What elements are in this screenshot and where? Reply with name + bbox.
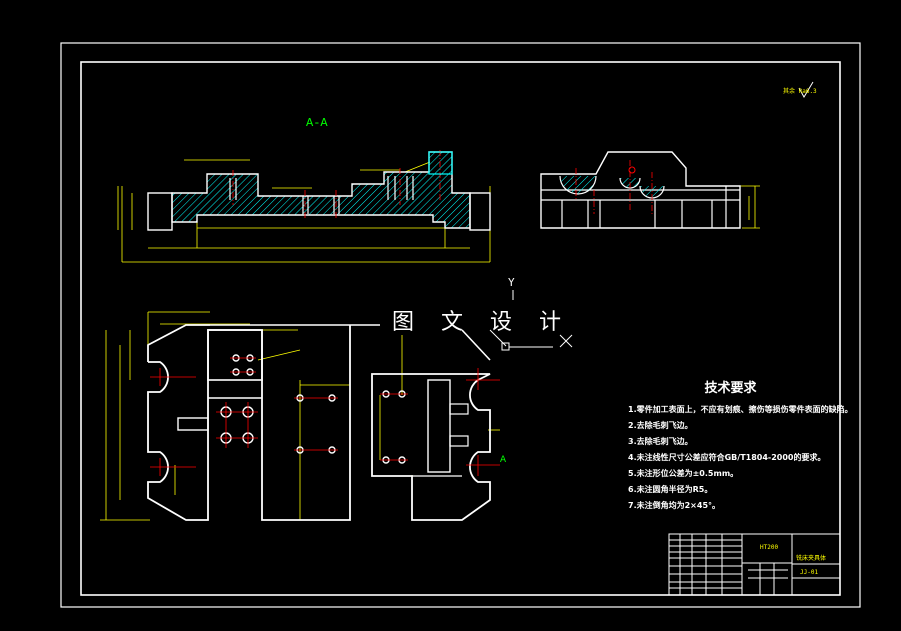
crosshair-cursor-icon[interactable]	[501, 334, 573, 351]
roughness-note: 其余 Ra6.3	[783, 88, 817, 95]
outer-frame	[60, 42, 861, 608]
title-block-material: HT200	[760, 544, 779, 551]
tech-requirement-item: 7.未注倒角均为2×45°。	[628, 501, 721, 510]
section-label: A-A	[306, 116, 328, 130]
tech-requirement-item: 3.去除毛刺飞边。	[628, 437, 693, 446]
inner-frame	[80, 61, 841, 596]
view-marker-label: A	[500, 455, 507, 466]
side-view	[540, 151, 760, 229]
tech-requirements-title: 技术要求	[704, 381, 757, 396]
ucs-axis-label: Y	[508, 276, 515, 289]
tech-requirement-item: 1.零件加工表面上，不应有划痕、擦伤等损伤零件表面的缺陷。	[628, 405, 853, 414]
section-view-aa	[117, 150, 491, 263]
plan-view	[100, 311, 500, 521]
roughness-symbol-icon	[798, 81, 814, 98]
tech-requirements: 技术要求 1.零件加工表面上，不应有划痕、擦伤等损伤零件表面的缺陷。 2.去除毛…	[628, 377, 853, 516]
title-block-drawing-no: JJ-01	[800, 569, 819, 576]
tech-requirement-item: 4.未注线性尺寸公差应符合GB/T1804-2000的要求。	[628, 453, 826, 462]
title-block	[668, 533, 841, 596]
watermark: 图 文 设 计	[392, 310, 571, 335]
title-block-drawing-name: 铣床夹具体	[796, 555, 827, 562]
tech-requirement-item: 5.未注形位公差为±0.5mm。	[628, 469, 739, 478]
tech-requirement-item: 2.去除毛刺飞边。	[628, 421, 693, 430]
tech-requirement-item: 6.未注圆角半径为R5。	[628, 485, 713, 494]
